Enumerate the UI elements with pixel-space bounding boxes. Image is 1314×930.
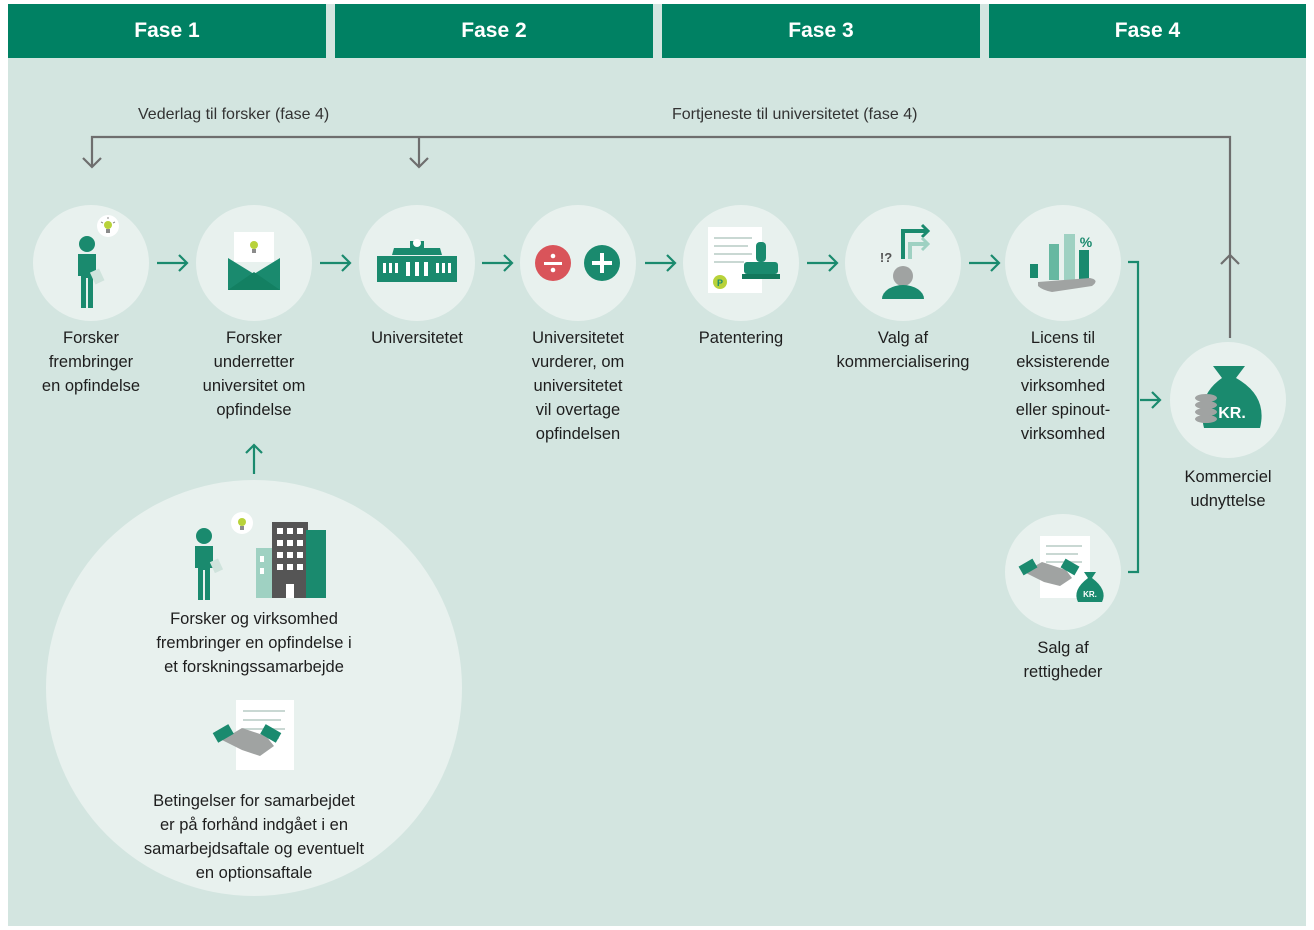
step-circle-6 bbox=[845, 205, 961, 321]
phase-4-header: Fase 4 bbox=[989, 4, 1306, 58]
feedback-university-label: Fortjeneste til universitetet (fase 4) bbox=[672, 106, 918, 123]
step-3-label: Universitetet bbox=[371, 329, 463, 347]
sale-kr-label: KR. bbox=[1083, 590, 1097, 599]
svg-text:!?: !? bbox=[880, 250, 892, 265]
envelope-idea-icon bbox=[228, 232, 280, 290]
moneybag-icon: KR. bbox=[1195, 366, 1262, 428]
collaboration-circle bbox=[46, 480, 462, 896]
divide-plus-icon bbox=[535, 245, 620, 281]
phase-3-header: Fase 3 bbox=[662, 4, 980, 58]
license-chart-icon: % bbox=[1030, 234, 1096, 292]
step-5-label: Patentering bbox=[698, 329, 784, 347]
step-circle-2 bbox=[196, 205, 312, 321]
researcher-idea-icon bbox=[78, 215, 119, 308]
phase-2-header: Fase 2 bbox=[335, 4, 653, 58]
svg-text:%: % bbox=[1080, 234, 1093, 250]
commercial-kr-label: KR. bbox=[1218, 405, 1246, 422]
phase-1-header: Fase 1 bbox=[8, 4, 326, 58]
step-circle-4 bbox=[520, 205, 636, 321]
step-circle-7 bbox=[1005, 205, 1121, 321]
svg-text:P: P bbox=[717, 278, 723, 288]
flow-arrows bbox=[157, 254, 1162, 574]
decision-person-icon: !? bbox=[880, 223, 931, 299]
handshake-moneybag-icon: KR. bbox=[1018, 536, 1104, 602]
agreement-handshake-icon bbox=[212, 700, 294, 770]
patent-stamp-icon: P bbox=[708, 227, 780, 293]
university-building-icon bbox=[377, 239, 457, 282]
feedback-loop-line bbox=[82, 135, 1240, 338]
feedback-researcher-label: Vederlag til forsker (fase 4) bbox=[138, 106, 330, 123]
researcher-company-icon bbox=[195, 512, 326, 600]
